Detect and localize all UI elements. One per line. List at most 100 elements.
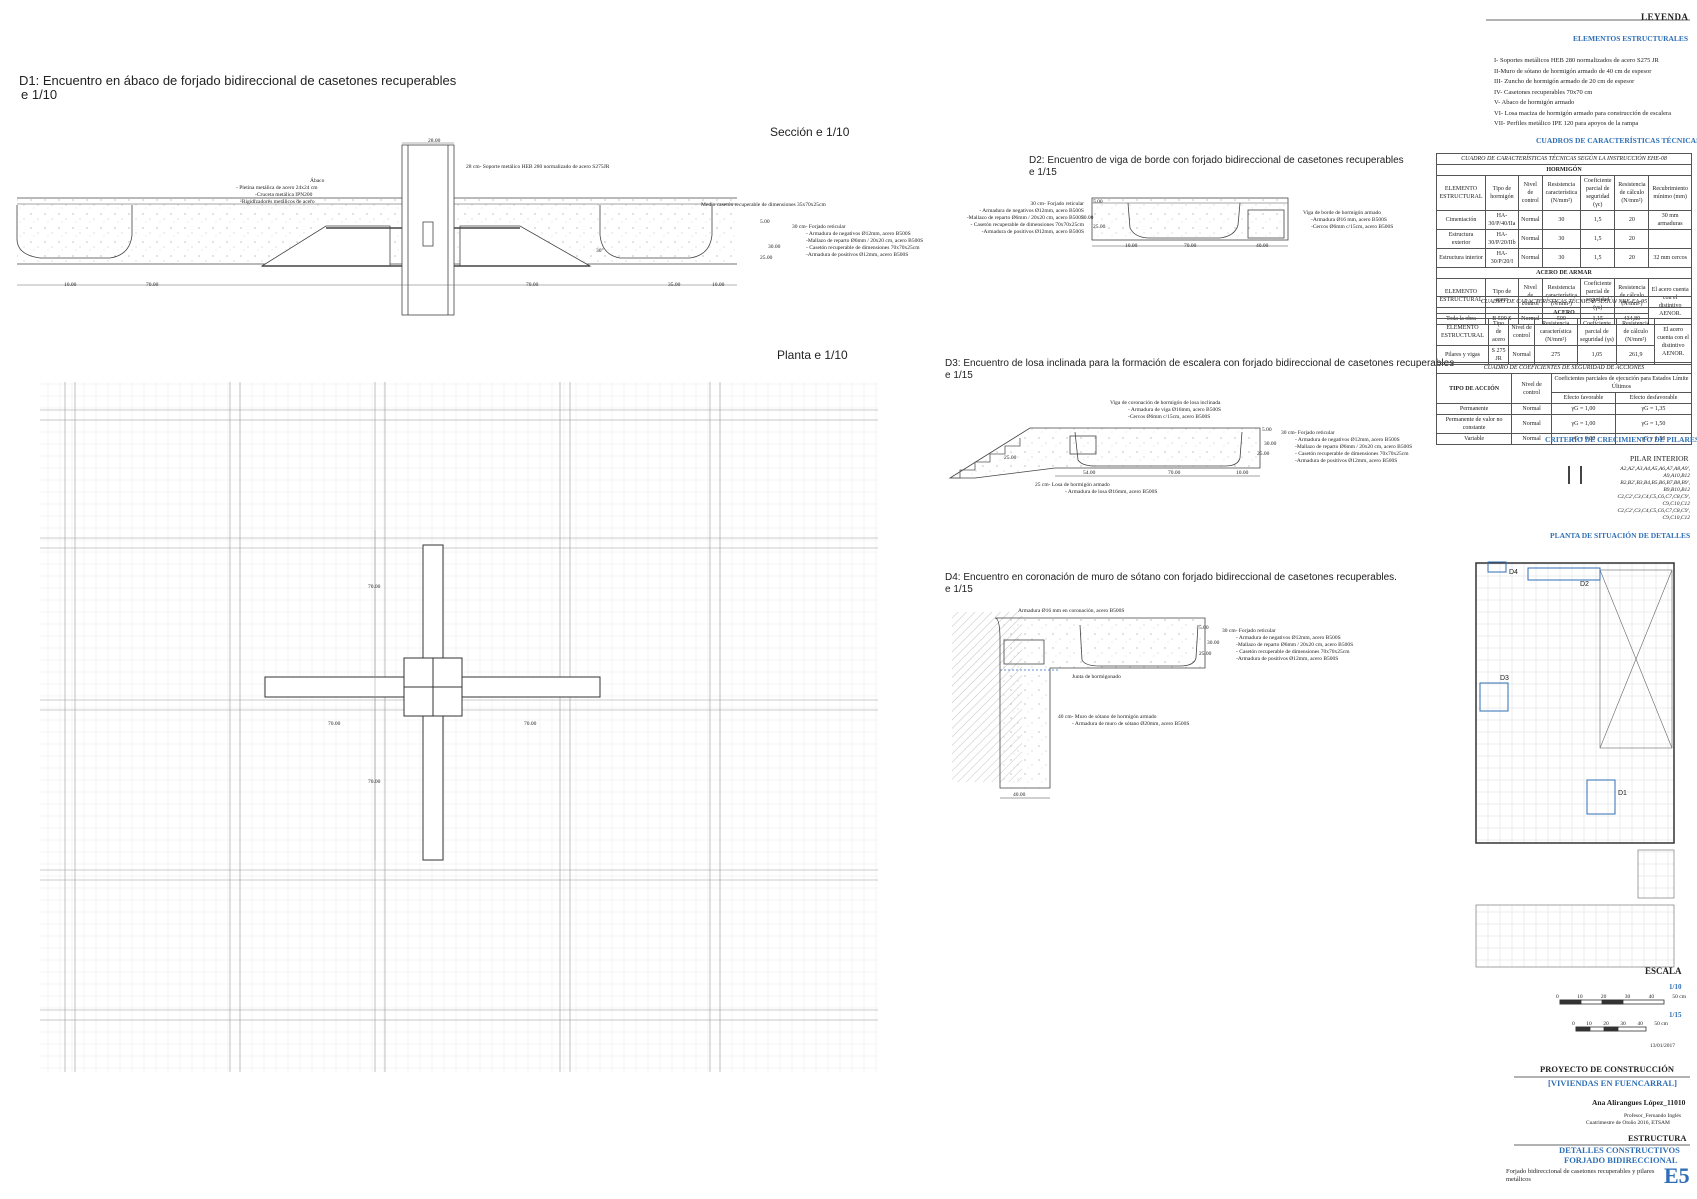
d3-right-note: 30 cm- Forjado reticular <box>1281 430 1335 436</box>
d1-angle: 30° <box>596 248 604 254</box>
structural-item: VII- Perfiles metálico IPE 120 para apoy… <box>1494 120 1639 127</box>
table-cell: Variable <box>1435 433 1513 445</box>
d2-dim-30: 30.00 <box>1081 215 1094 221</box>
d3-dim-10: 10.00 <box>1236 470 1249 476</box>
d3-top-notes: Viga de coronación de hormigón de losa i… <box>1110 400 1221 421</box>
table-header: Coeficientes parciales de ejecución para… <box>1550 373 1693 393</box>
project-subtitle: [VIVIENDAS EN FUENCARRAL] <box>1548 1078 1677 1088</box>
scale-tick: 30 <box>1624 994 1631 1000</box>
d3-right-notes: 30 cm- Forjado reticular - Armadura de n… <box>1281 430 1412 465</box>
project-title: PROYECTO DE CONSTRUCCIÓN <box>1540 1064 1674 1074</box>
d1-forjado-4: -Armadura de positivos Ø12mm, acero B500… <box>806 252 909 258</box>
scale-tick: 20 <box>1600 994 1607 1000</box>
structural-item: V- Abaco de hormigón armado <box>1494 99 1575 106</box>
d1-plan-title: Planta e 1/10 <box>777 348 848 362</box>
location-title: PLANTA DE SITUACIÓN DE DETALLES <box>1550 531 1691 540</box>
d1-plan-dim-h1: 70.00 <box>328 721 341 727</box>
d3-drawing <box>948 427 1261 479</box>
pillar-list: A2,A2',A3,A4,A5,A6,A7,A8,A9', A9,A10,B12… <box>1590 466 1691 522</box>
d2-left-note: - Armadura de negativos Ø12mm, acero B50… <box>979 208 1084 214</box>
d2-left-note: 30 cm- Forjado reticular <box>1030 201 1084 207</box>
table-caption: CUADRO DE CARACTERÍSTICAS TÉCNICAS SEGÚN… <box>1436 296 1692 308</box>
table-cell: γG = 1,00 <box>1550 403 1616 415</box>
table-safety-coefficients: CUADRO DE COEFICIENTES DE SEGURIDAD DE A… <box>1435 362 1693 445</box>
scale-tick: 0 <box>1556 994 1559 1000</box>
table-cell: 30 <box>1541 229 1581 249</box>
d4-right-notes: 30 cm- Forjado reticular - Armadura de n… <box>1222 628 1353 663</box>
detail-label-2: FORJADO BIDIRECCIONAL <box>1564 1155 1678 1165</box>
d1-section-title: Sección e 1/10 <box>770 125 850 139</box>
table-cell: Normal <box>1517 229 1543 249</box>
d4-title: D4: Encuentro en coronación de muro de s… <box>945 572 1397 583</box>
table-cell: Normal <box>1517 248 1543 268</box>
table-cell: 32 mm cercos <box>1648 248 1692 268</box>
d3-dim-54: 54.00 <box>1083 470 1096 476</box>
loc-label-d2: D2 <box>1580 581 1589 588</box>
d1-title: D1: Encuentro en ábaco de forjado bidire… <box>19 73 457 88</box>
d1-abaco-3: -Rigidizadores metálicos de acero <box>240 199 315 205</box>
d3-bottom-note: 25 cm- Losa de hormigón armado <box>1035 482 1110 488</box>
table-header: Nivel de control <box>1508 318 1535 346</box>
structural-item: III- Zuncho de hormigón armado de 20 cm … <box>1494 78 1635 85</box>
table-subheader: HORMIGÓN <box>1436 164 1692 176</box>
table-header: El acero cuenta con el distintivo AENOR. <box>1654 318 1692 365</box>
scale-tick: 20 <box>1603 1021 1609 1027</box>
d1-dim-25: 25.00 <box>760 255 773 261</box>
table-header: Efecto desfavorable <box>1614 392 1693 404</box>
d1-plan-drawing <box>40 382 878 1072</box>
d3-title: D3: Encuentro de losa inclinada para la … <box>945 358 1455 369</box>
d1-plan-cross <box>264 530 601 861</box>
loc-label-d3: D3 <box>1500 675 1509 682</box>
d2-left-note: -Armadura de positivos Ø12mm, acero B500… <box>981 229 1084 235</box>
scale-title: ESCALA <box>1645 966 1682 976</box>
table-cell: HA-30/P/20/IIb <box>1485 229 1519 249</box>
table-cell: 20 <box>1614 248 1650 268</box>
table-header: Coeficiente parcial de seguridad (γs) <box>1576 318 1618 346</box>
table-header: Coeficiente parcial de seguridad (γc) <box>1579 175 1616 211</box>
d1-dim-35: 35.00 <box>668 282 681 288</box>
table-header: Tipo de acero <box>1487 318 1510 346</box>
table-cell: 1,5 <box>1579 210 1616 230</box>
d2-left-notes: 30 cm- Forjado reticular - Armadura de n… <box>950 201 1084 236</box>
table-header: Resistencia de cálculo (N/mm²) <box>1616 318 1656 346</box>
table-cell: γG = 1,50 <box>1614 414 1693 434</box>
table-header: TIPO DE ACCIÓN <box>1435 373 1513 404</box>
d1-pillar-note: 28 cm- Soporte metálico HEB 280 normaliz… <box>466 164 610 170</box>
pillar-line: A2,A2',A3,A4,A5,A6,A7,A8,A9', <box>1620 466 1690 472</box>
table-cell: 30 <box>1541 248 1581 268</box>
d1-plan-dim-v1: 70.00 <box>368 584 381 590</box>
d2-title: D2: Encuentro de viga de borde con forja… <box>1029 155 1404 166</box>
d4-right-note: -Armadura de positivos Ø12mm, acero B500… <box>1236 656 1339 662</box>
sheet-description: Forjado bidireccional de casetones recup… <box>1506 1168 1655 1183</box>
d2-left-note: - Casetón recuperable de dimensiones 70x… <box>970 222 1084 228</box>
table-header: Resistencia característica (N/mm²) <box>1541 175 1581 211</box>
table-nbe: CUADRO DE CARACTERÍSTICAS TÉCNICAS SEGÚN… <box>1436 296 1692 365</box>
pillar-line: C2,C2',C3,C4,C5,C6,C7,C8,C9', <box>1617 508 1691 514</box>
date: 13/01/2017 <box>1650 1043 1676 1049</box>
pillar-line: B9,B10,B12 <box>1663 487 1690 493</box>
d3-top-note: Viga de coronación de hormigón de losa i… <box>1110 400 1221 406</box>
table-cell: 20 <box>1614 229 1650 249</box>
location-plan-drawing <box>1475 561 1675 968</box>
section-label: ESTRUCTURA <box>1628 1133 1687 1143</box>
table-cell: Estructura interior <box>1435 248 1487 268</box>
d4-joint-note: Junta de hormigonado <box>1072 674 1121 680</box>
table-header: Resistencia característica (N/mm²) <box>1533 318 1578 346</box>
d1-forjado-title: 30 cm- Forjado reticular <box>792 224 846 230</box>
d4-right-note: 30 cm- Forjado reticular <box>1222 628 1276 634</box>
scale-1-15: 1/15 <box>1669 1011 1682 1019</box>
d2-dim-70: 70.00 <box>1184 243 1197 249</box>
d4-wall-note: 40 cm- Muro de sótano de hormigón armado <box>1058 714 1157 720</box>
structural-list: I- Soportes metálicos HEB 280 normalizad… <box>1494 56 1671 130</box>
table-caption: CUADRO DE CARACTERÍSTICAS TÉCNICAS SEGÚN… <box>1436 153 1692 165</box>
table-cell: Normal <box>1511 403 1552 415</box>
table-header: Efecto favorable <box>1550 392 1616 404</box>
loc-label-d4: D4 <box>1509 569 1518 576</box>
table-header: ELEMENTO ESTRUCTURAL <box>1436 318 1489 346</box>
table-cell: HA-30/P/40/IIa <box>1485 210 1519 230</box>
d4-wall-notes: 40 cm- Muro de sótano de hormigón armado… <box>1058 714 1189 728</box>
scale-tick: 10 <box>1586 1021 1592 1027</box>
